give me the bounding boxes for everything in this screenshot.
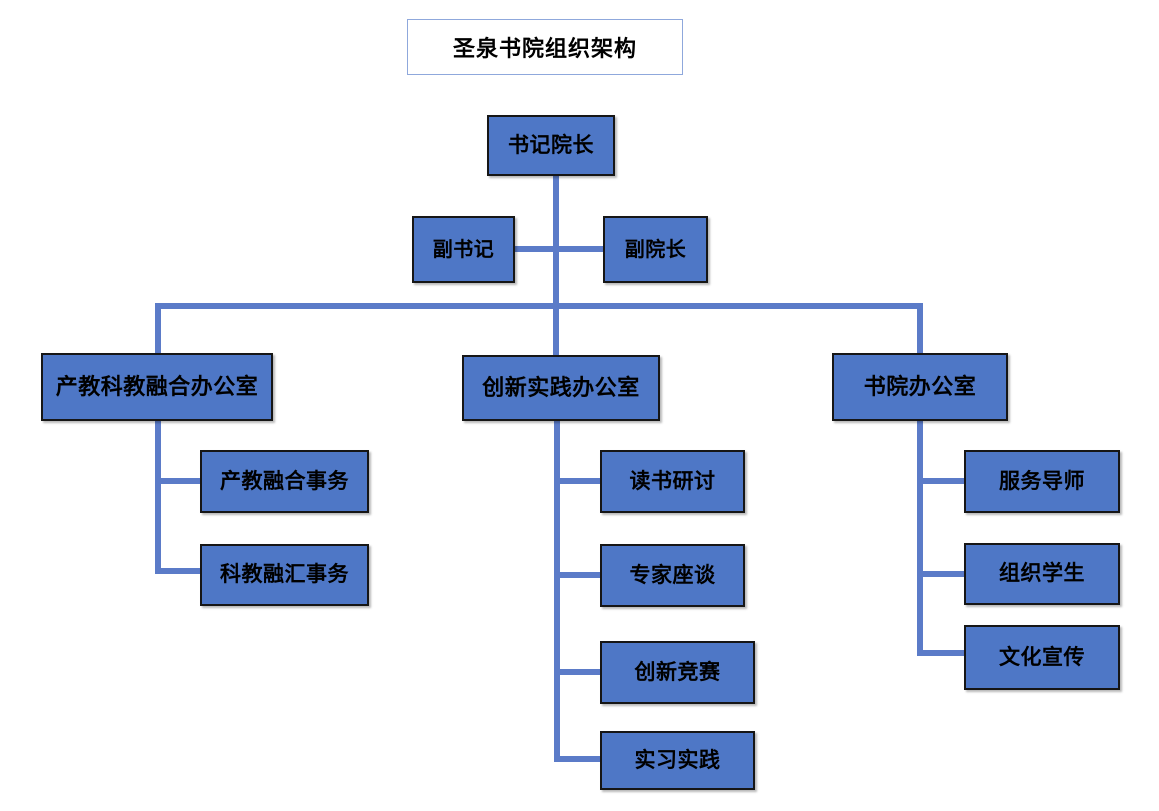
node-head[interactable]: 书记院长: [487, 115, 615, 176]
node-deputy-secretary[interactable]: 副书记: [412, 216, 515, 283]
node-right-child-2[interactable]: 组织学生: [964, 543, 1120, 605]
node-middle-child-4[interactable]: 实习实践: [600, 731, 755, 790]
node-dept-left[interactable]: 产教科教融合办公室: [41, 353, 273, 421]
node-middle-child-3[interactable]: 创新竞赛: [600, 641, 755, 704]
node-dept-middle[interactable]: 创新实践办公室: [462, 355, 660, 421]
node-right-child-1[interactable]: 服务导师: [964, 450, 1120, 513]
node-left-child-1[interactable]: 产教融合事务: [200, 450, 369, 513]
node-left-child-2[interactable]: 科教融汇事务: [200, 544, 369, 606]
chart-title-box: 圣泉书院组织架构: [407, 19, 683, 75]
node-deputy-dean[interactable]: 副院长: [603, 216, 708, 283]
node-dept-right[interactable]: 书院办公室: [832, 353, 1008, 421]
node-middle-child-1[interactable]: 读书研讨: [600, 450, 745, 513]
node-middle-child-2[interactable]: 专家座谈: [600, 544, 745, 607]
node-right-child-3[interactable]: 文化宣传: [964, 625, 1120, 690]
